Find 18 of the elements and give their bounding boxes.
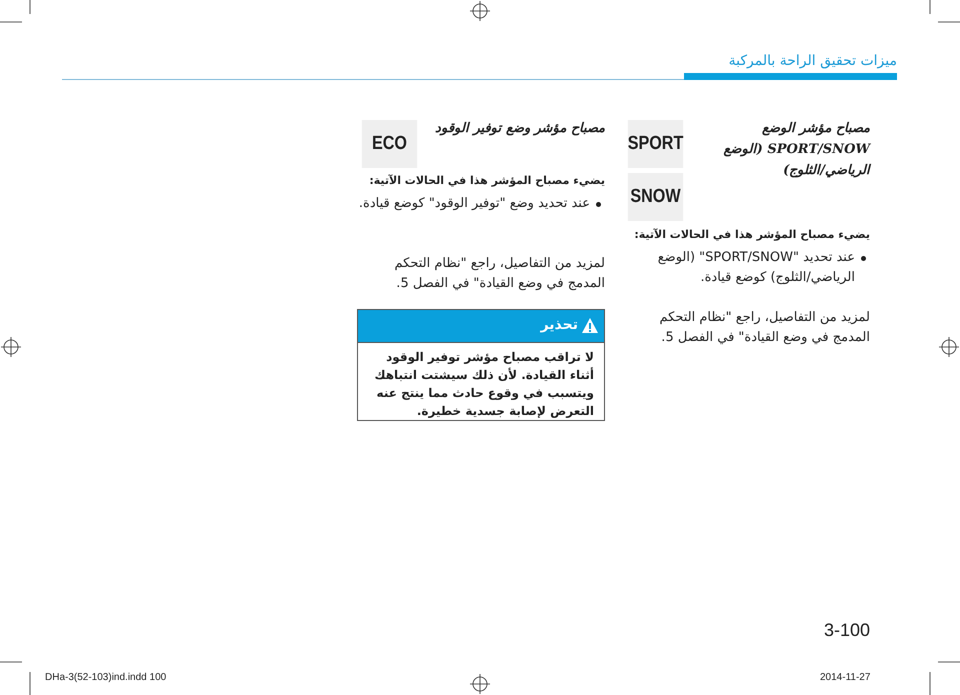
- body-text: لمزيد من التفاصيل، راجع "نظام التحكم المدمج في وضع القيادة" في الفصل 5.: [658, 309, 870, 347]
- bullet-text: عند تحديد وضع "توفير الوقود" كوضع قيادة.: [358, 195, 590, 213]
- page-number: 3-100: [822, 620, 870, 641]
- indicator-icon: ECO: [362, 120, 418, 168]
- indicator-icon: SNOW: [628, 173, 684, 221]
- bullet-text: عند تحديد "SPORT/SNOW" (الوضع الرياضي/الثلوج) كوضع قيادة.: [656, 249, 855, 287]
- page-header: ميزات تحقيق الراحة بالمركبة: [728, 53, 897, 69]
- indicator-icon: SPORT: [628, 120, 684, 168]
- print-date: 2014-11-27: [820, 672, 872, 683]
- section-heading: مصباح مؤشر وضع توفير الوقود: [434, 120, 605, 138]
- intro-text: يضيء مصباح المؤشر هذا في الحالات الآتية:: [368, 174, 605, 187]
- intro-text: يضيء مصباح المؤشر هذا في الحالات الآتية:: [633, 228, 870, 241]
- warning-box: [357, 309, 605, 421]
- warning-title: تحذير: [540, 317, 578, 333]
- warning-text: لا تراقب مصباح مؤشر توفير الوقود أثناء القيادة. لأن ذلك سيشتت انتباهك ويتسبب في وقوع حادث مما ينتج عنه التعرض لإصابة جسدية خطيرة.: [374, 349, 594, 420]
- section-heading: مصباح مؤشر الوضع SPORT/SNOW (الوضع الرياضي/الثلوج): [722, 120, 870, 180]
- file-name: DHa-3(52-103)ind.indd 100: [45, 672, 168, 683]
- body-text: لمزيد من التفاصيل، راجع "نظام التحكم المدمج في وضع القيادة" في الفصل 5.: [394, 255, 605, 293]
